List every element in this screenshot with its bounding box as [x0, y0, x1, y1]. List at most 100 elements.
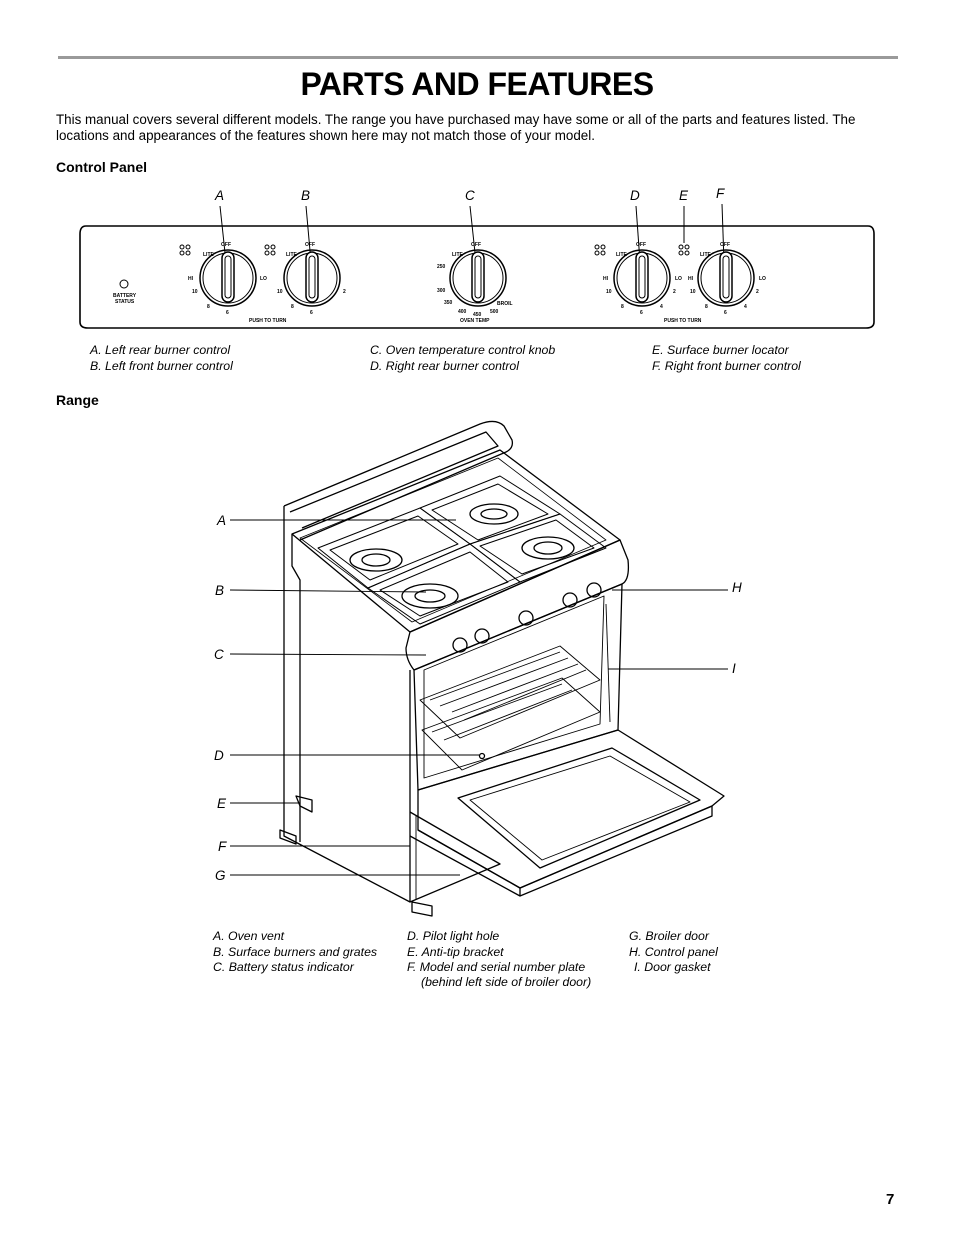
range-callout-g: G: [215, 868, 226, 883]
knob-lite-label: LITE: [286, 252, 297, 258]
right-rear-burner-knob[interactable]: [613, 249, 671, 307]
knob-8-label: 8: [621, 304, 624, 310]
caption-c: C. Oven temperature control knob: [370, 343, 556, 357]
caption-b: B. Left front burner control: [90, 358, 233, 373]
range-caption-a: A. Oven vent: [213, 929, 285, 943]
knob-6-label: 6: [724, 310, 727, 316]
knob-6-label: 6: [640, 310, 643, 316]
range-callout-h: H: [732, 580, 742, 595]
cp-callout-f: F: [716, 186, 725, 201]
oven-temperature-knob[interactable]: [449, 249, 507, 307]
knob-lite-label: LITE: [203, 252, 214, 258]
knob-4-label: 4: [744, 304, 747, 310]
range-callout-b: B: [215, 583, 225, 598]
cp-captions-col2: C. Oven temperature control knob D. Righ…: [370, 343, 555, 374]
knob-off-label: OFF: [720, 242, 730, 248]
knob-hi-label: HI: [603, 276, 609, 282]
range-caption-f: F. Model and serial number plate: [407, 960, 586, 974]
page-number: 7: [886, 1191, 895, 1208]
range-leader-lines: [229, 519, 728, 876]
temp-300-label: 300: [437, 288, 446, 294]
battery-status-indicator: [119, 279, 129, 289]
knob-6-label: 6: [226, 310, 229, 316]
range-caption-h: H. Control panel: [629, 944, 718, 959]
oven-temp-label: OVEN TEMP: [460, 318, 490, 324]
caption-e: E. Surface burner locator: [652, 343, 789, 357]
temp-500-label: 500: [490, 309, 499, 315]
knob-2-label: 2: [756, 289, 759, 295]
push-to-turn-label: PUSH TO TURN: [664, 318, 702, 324]
caption-a: A. Left rear burner control: [90, 343, 231, 357]
caption-d: D. Right rear burner control: [370, 358, 519, 373]
range-callout-e: E: [217, 796, 227, 811]
knob-hi-label: HI: [188, 276, 194, 282]
intro-paragraph: This manual covers several different mod…: [56, 112, 856, 143]
range-callout-a: A: [217, 513, 227, 528]
knob-10-label: 10: [192, 289, 198, 295]
cp-captions-col1: A. Left rear burner control B. Left fron…: [90, 343, 233, 374]
range-callout-d: D: [214, 748, 224, 763]
range-caption-i: I. Door gasket: [634, 960, 711, 974]
burner-locator-icon: [594, 244, 606, 256]
knob-8-label: 8: [705, 304, 708, 310]
range-callout-c: C: [214, 647, 224, 662]
knob-8-label: 8: [207, 304, 210, 310]
knob-off-label: OFF: [305, 242, 315, 248]
left-rear-burner-knob[interactable]: [199, 249, 257, 307]
caption-f: F. Right front burner control: [652, 358, 801, 373]
knob-lite-label: LITE: [700, 252, 711, 258]
knob-off-label: OFF: [471, 242, 481, 248]
knob-2-label: 2: [343, 289, 346, 295]
battery-label: BATTERY: [113, 293, 137, 299]
range-caption-f-note: (behind left side of broiler door): [421, 974, 592, 989]
range-captions-col3: G. Broiler door H. Control panel I. Door…: [629, 929, 718, 976]
knob-2-label: 2: [673, 289, 676, 295]
temp-250-label: 250: [437, 264, 446, 270]
temp-350-label: 350: [444, 300, 453, 306]
knob-lo-label: LO: [260, 276, 267, 282]
burner-locator-icon: [179, 244, 191, 256]
knob-10-label: 10: [277, 289, 283, 295]
range-caption-b: B. Surface burners and grates: [213, 944, 378, 959]
range-illustration: [229, 420, 728, 917]
knob-4-label: 4: [660, 304, 663, 310]
range-caption-e: E. Anti-tip bracket: [407, 944, 504, 959]
status-label: STATUS: [115, 299, 135, 305]
control-panel-illustration: BATTERY STATUS OFF LITE HI 10 8 6 OFF LI…: [79, 203, 875, 329]
knob-10-label: 10: [690, 289, 696, 295]
cp-callout-a: A: [215, 188, 225, 203]
range-caption-c: C. Battery status indicator: [213, 960, 354, 974]
range-callout-f: F: [218, 839, 227, 854]
cp-callout-c: C: [465, 188, 475, 203]
knob-off-label: OFF: [636, 242, 646, 248]
range-caption-d: D. Pilot light hole: [407, 929, 500, 943]
knob-6-label: 6: [310, 310, 313, 316]
range-captions-col2: D. Pilot light hole E. Anti-tip bracket …: [407, 929, 591, 988]
knob-lite-label: LITE: [452, 252, 463, 258]
control-panel-heading: Control Panel: [56, 159, 148, 175]
range-callout-i: I: [732, 661, 736, 676]
push-to-turn-label: PUSH TO TURN: [249, 318, 287, 324]
cp-callout-e: E: [679, 188, 689, 203]
knob-10-label: 10: [606, 289, 612, 295]
right-front-burner-knob[interactable]: [697, 249, 755, 307]
left-front-burner-knob[interactable]: [283, 249, 341, 307]
range-captions-col1: A. Oven vent B. Surface burners and grat…: [213, 929, 377, 976]
burner-locator-icon: [678, 244, 690, 256]
knob-lo-label: LO: [675, 276, 682, 282]
cp-callout-b: B: [301, 188, 311, 203]
knob-lo-label: LO: [759, 276, 766, 282]
knob-8-label: 8: [291, 304, 294, 310]
page-title: PARTS AND FEATURES: [300, 66, 654, 102]
range-caption-g: G. Broiler door: [629, 929, 709, 943]
range-heading: Range: [56, 392, 99, 408]
cp-captions-col3: E. Surface burner locator F. Right front…: [652, 343, 801, 374]
temp-400-label: 400: [458, 309, 467, 315]
knob-hi-label: HI: [688, 276, 694, 282]
knob-off-label: OFF: [221, 242, 231, 248]
top-rule: [58, 56, 898, 59]
cp-callout-d: D: [630, 188, 640, 203]
burner-locator-icon: [264, 244, 276, 256]
temp-450-label: 450: [473, 312, 482, 318]
knob-lite-label: LITE: [616, 252, 627, 258]
